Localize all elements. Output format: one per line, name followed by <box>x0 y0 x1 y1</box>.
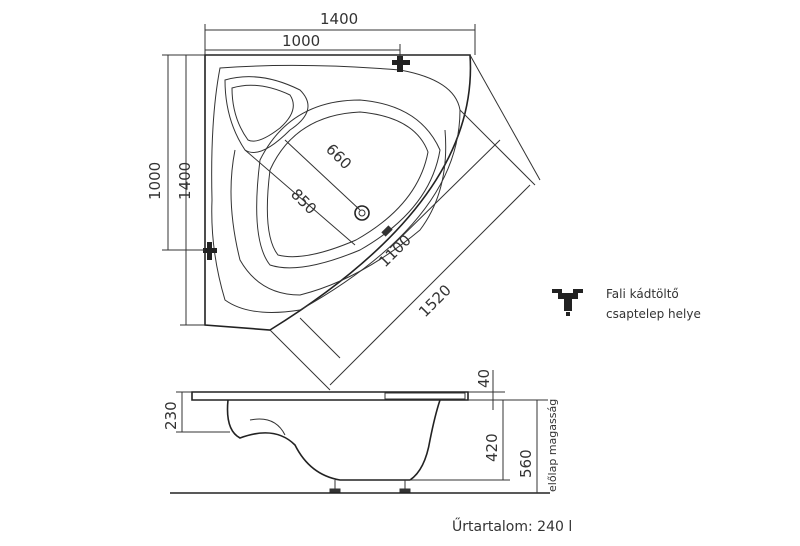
side-view: 230 40 420 560 előlap magasság <box>162 369 559 494</box>
plan-view: 1400 1000 1000 1400 660 850 1100 1520 <box>146 10 541 391</box>
headrest <box>224 76 309 153</box>
dim-diag-660: 660 <box>322 140 355 173</box>
dim-depth-inner: 1000 <box>146 162 164 200</box>
front-panel-label: előlap magasság <box>546 399 559 492</box>
dim-width-total: 1400 <box>320 10 358 28</box>
body-contour <box>249 418 286 436</box>
dim-depth-total: 1400 <box>176 162 194 200</box>
overflow-icon <box>381 225 393 237</box>
capacity-label: Űrtartalom: 240 l <box>452 517 572 535</box>
dim-front-height: 560 <box>517 449 535 478</box>
legend-line-2: csaptelep helye <box>606 307 701 321</box>
basin-floor <box>266 111 429 258</box>
drain-inner <box>358 209 366 217</box>
faucet-left-marker <box>203 242 217 260</box>
seat-edge <box>230 129 447 296</box>
dim-rim-thickness: 40 <box>475 369 493 388</box>
headrest-inner <box>231 84 294 142</box>
rim-edge <box>384 392 466 400</box>
legend-line-1: Fali kádtöltő <box>606 287 679 301</box>
dim-rim-height: 230 <box>162 401 180 430</box>
basin-outline <box>256 99 441 269</box>
dim-inner-depth: 420 <box>483 433 501 462</box>
wall-faucet-icon <box>552 289 583 316</box>
dim-width-inner: 1000 <box>282 32 320 50</box>
tub-outline <box>204 54 472 331</box>
faucet-legend: Fali kádtöltő csaptelep helye <box>552 287 701 321</box>
faucet-top-marker <box>392 56 410 72</box>
tub-body-side <box>226 399 441 481</box>
tub-feet <box>329 480 411 493</box>
drain-icon <box>354 205 370 221</box>
dim-diag-1520: 1520 <box>415 281 455 321</box>
